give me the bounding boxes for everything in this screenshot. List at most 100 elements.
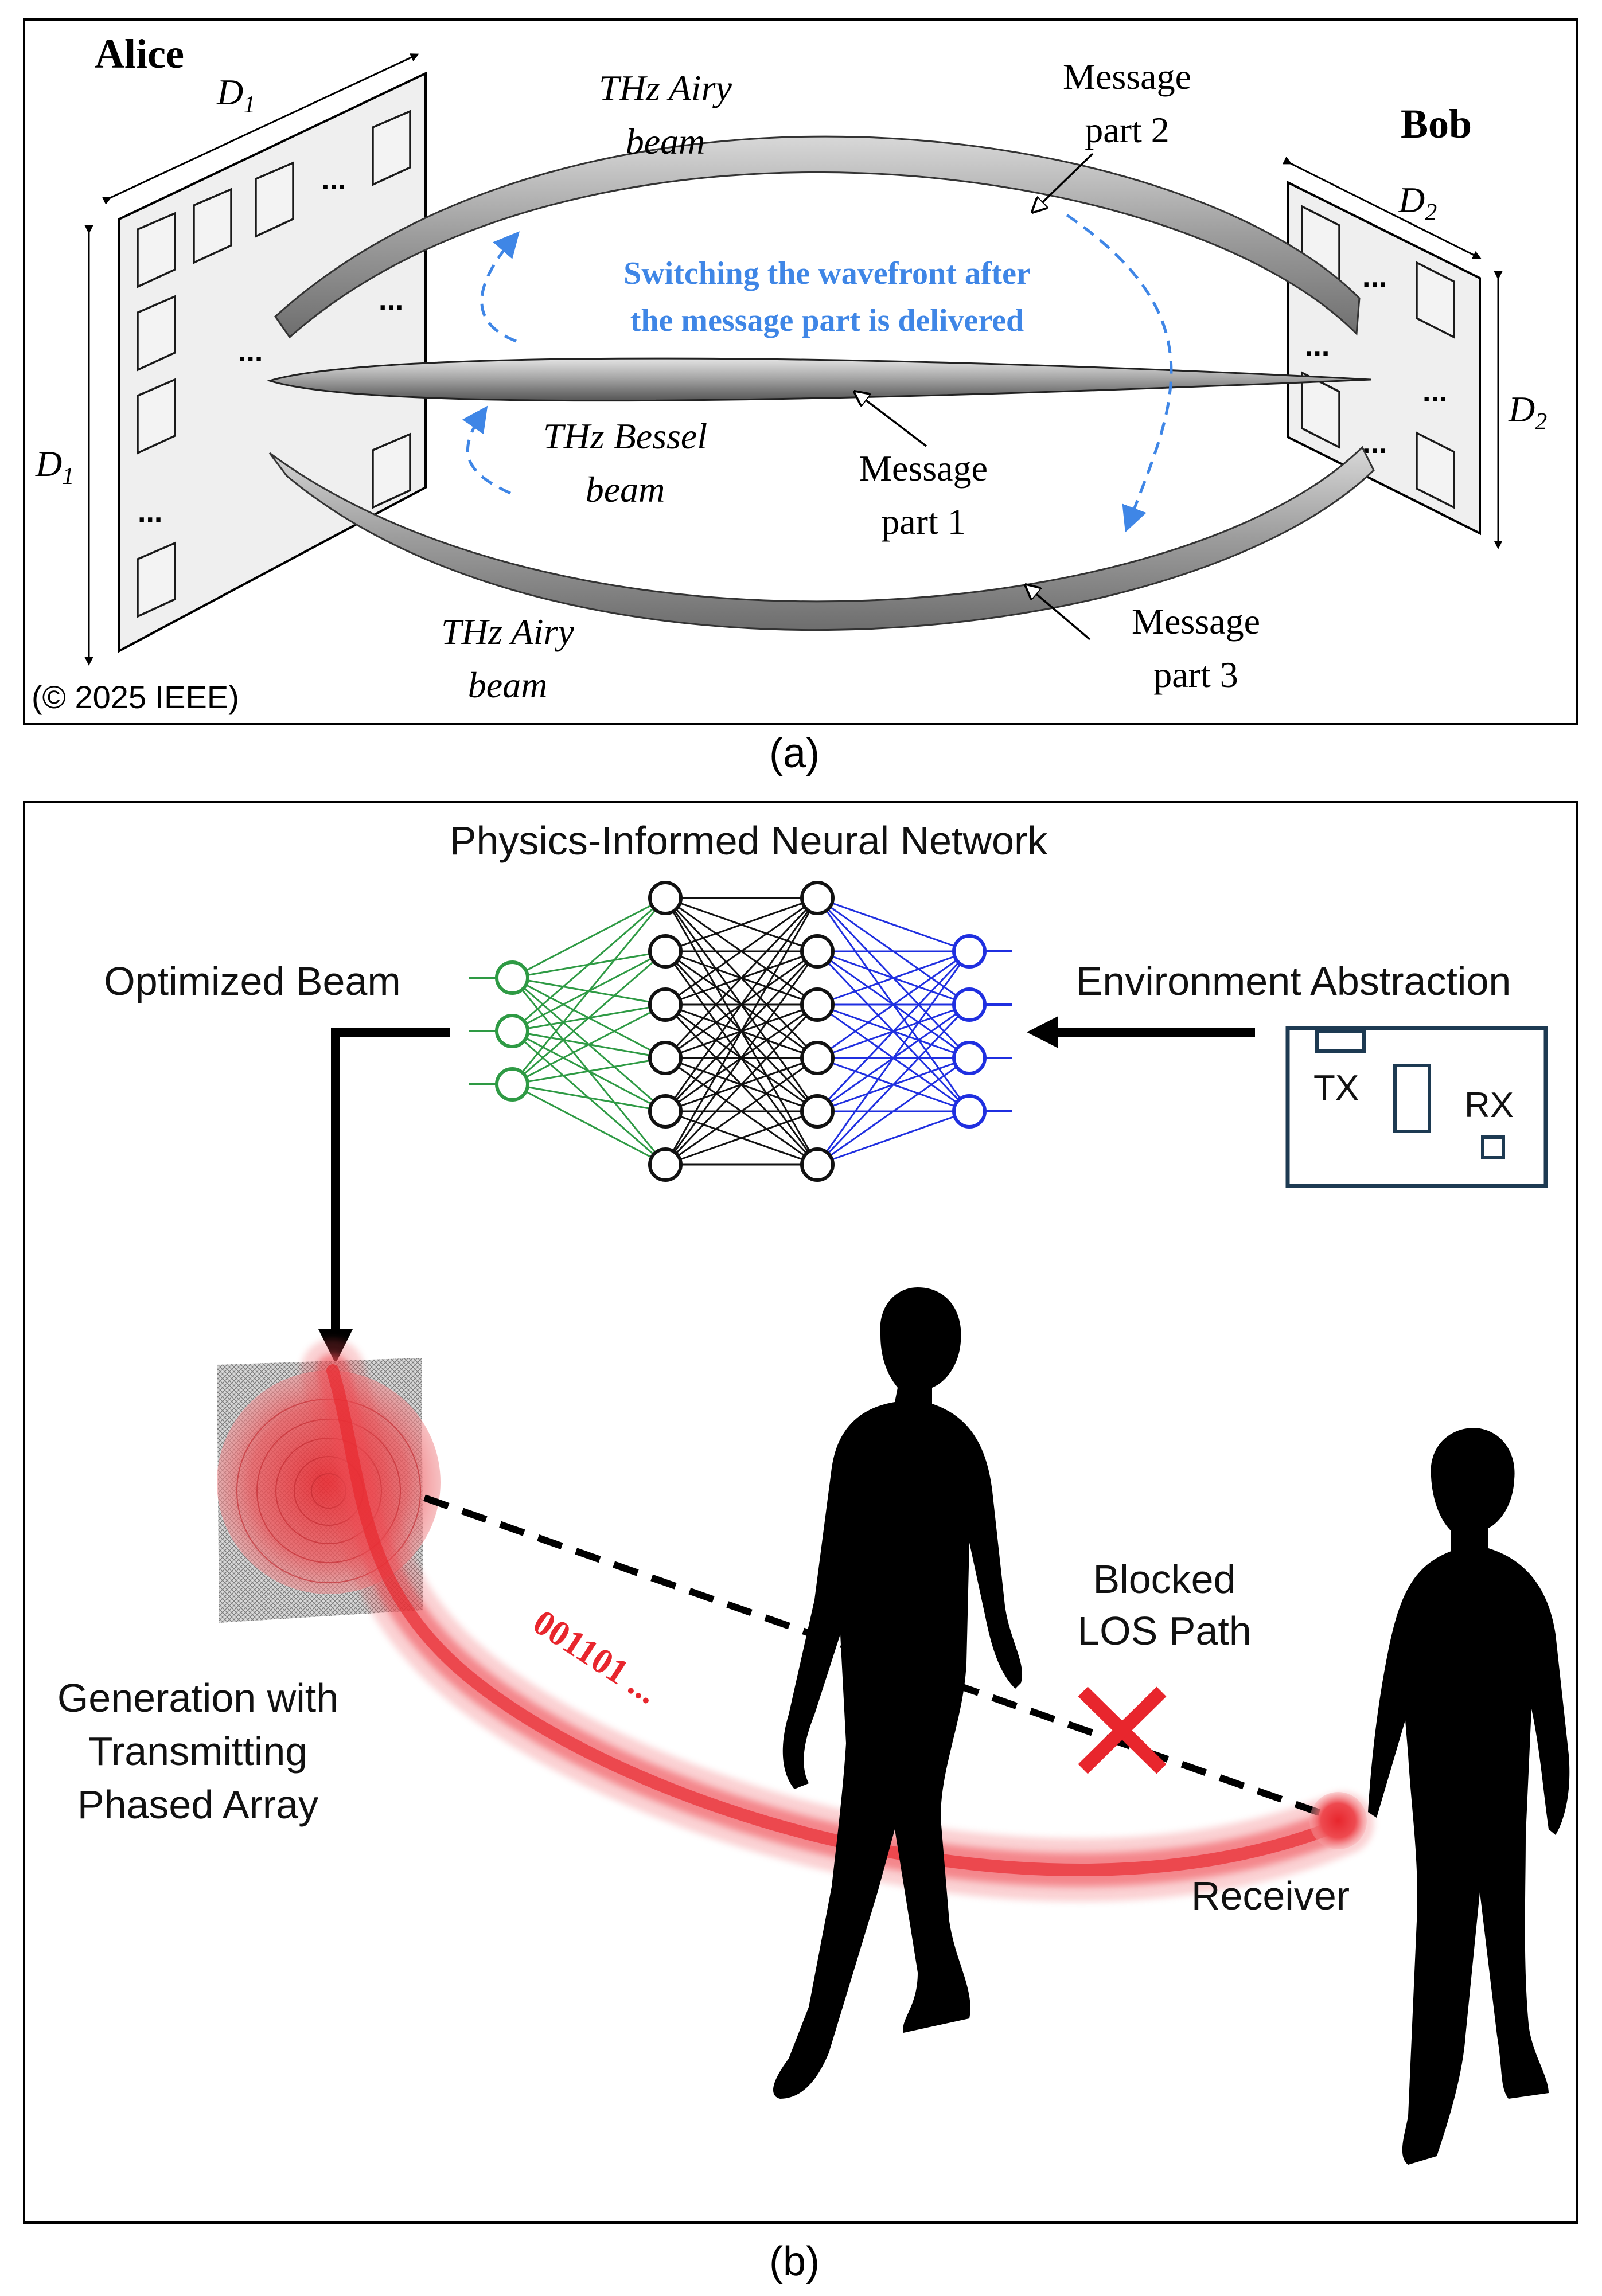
input-node: [495, 960, 529, 995]
tx-label: TX: [1313, 1068, 1359, 1108]
tx-marker: [1315, 1029, 1366, 1053]
alice-label: Alice: [95, 31, 184, 77]
network-edge: [816, 951, 970, 1165]
airy-top-label-line1: THz Airy: [599, 68, 732, 108]
hidden-node-b: [800, 881, 835, 915]
switch-arrow-left-lower: [462, 405, 512, 495]
airy-top-label-line2: beam: [626, 121, 705, 162]
alice-dots-top: ...: [321, 163, 346, 196]
network-edge: [665, 1057, 818, 1166]
bob-array: ... ... ... ...: [1287, 180, 1481, 536]
rx-label: RX: [1464, 1085, 1514, 1125]
hidden-node-a: [648, 881, 683, 915]
person-silhouette-walking: [773, 1287, 1023, 2099]
network-edge: [664, 897, 818, 1112]
hidden-node-b: [800, 1147, 835, 1182]
network-edge: [816, 1003, 970, 1166]
network-edge: [512, 897, 666, 1032]
network-edge: [664, 1003, 818, 1166]
receiver-spot: [1309, 1792, 1367, 1849]
bessel-beam: [266, 357, 1371, 402]
copyright-note: (© 2025 IEEE): [32, 679, 239, 715]
output-node: [952, 934, 987, 969]
network-edge: [817, 950, 970, 1006]
hidden-node-b: [800, 934, 835, 969]
network-edge: [665, 1110, 818, 1166]
optimized-beam-arrow: [331, 1028, 450, 1339]
network-edge: [816, 950, 970, 1112]
pinn-title: Physics-Informed Neural Network: [450, 818, 1048, 863]
rx-marker: [1481, 1135, 1505, 1159]
receiver-label: Receiver: [1191, 1873, 1350, 1918]
generation-label-line2: Transmitting: [88, 1729, 308, 1774]
bessel-label-line2: beam: [586, 469, 665, 510]
d1-top-dim: [102, 53, 419, 205]
msg1-label-line2: part 1: [881, 501, 966, 542]
bob-dots-top: ...: [1362, 260, 1387, 294]
network-edge: [817, 1110, 970, 1166]
msg2-label-line2: part 2: [1085, 110, 1170, 150]
network-edge: [665, 897, 818, 1006]
environment-abstraction-label: Environment Abstraction: [1076, 959, 1511, 1003]
network-edge: [512, 950, 666, 1085]
airy-bottom-label-line1: THz Airy: [441, 611, 574, 652]
network-edge: [817, 897, 970, 952]
hidden-node-a: [648, 1041, 683, 1075]
d2-right-label: D2: [1508, 389, 1547, 435]
switch-arrow-left-upper: [480, 231, 520, 343]
generation-label-line3: Phased Array: [77, 1782, 318, 1827]
msg3-pointer: [1026, 585, 1091, 641]
network-edge: [817, 950, 970, 1059]
switching-note-line1: Switching the wavefront after: [623, 256, 1031, 291]
switching-note-line2: the message part is delivered: [630, 303, 1024, 338]
bob-dots-right: ...: [1422, 375, 1447, 408]
blocked-cross-icon: [1078, 1686, 1167, 1774]
neural-network: [469, 881, 1012, 1182]
person-silhouette-receiver: [1368, 1428, 1570, 2165]
bessel-label-line1: THz Bessel: [543, 416, 707, 456]
switch-arrow-right: [1066, 213, 1173, 533]
network-connections: [469, 897, 1012, 1166]
airy-beam-top: [274, 135, 1361, 339]
alice-dots-right: ...: [379, 283, 403, 317]
d1-top-label: D1: [216, 72, 255, 118]
d1-left-label: D1: [35, 443, 74, 490]
hidden-node-b: [800, 1041, 835, 1075]
airy-bottom-label-line2: beam: [468, 665, 548, 705]
optimized-beam-label: Optimized Beam: [104, 959, 400, 1003]
panel-b-caption: (b): [769, 2239, 820, 2285]
network-edge: [817, 1057, 970, 1166]
msg2-label-line1: Message: [1063, 56, 1191, 97]
obstacle-block: [1393, 1064, 1431, 1133]
msg3-label-line2: part 3: [1153, 654, 1238, 695]
input-node: [495, 1067, 529, 1102]
generation-label-line1: Generation with: [57, 1676, 338, 1720]
network-edge: [512, 1003, 666, 1085]
msg2-pointer: [1032, 153, 1094, 212]
d2-top-dim: [1282, 156, 1482, 259]
panel-a-caption: (a): [769, 731, 820, 776]
network-edge: [512, 1057, 666, 1085]
msg1-label-line1: Message: [859, 448, 988, 489]
alice-dots-bottom: ...: [138, 495, 162, 529]
network-edge: [512, 1083, 666, 1166]
hidden-node-a: [648, 1094, 683, 1129]
bob-label: Bob: [1401, 101, 1472, 147]
hidden-node-a: [648, 1147, 683, 1182]
network-nodes: [495, 881, 987, 1182]
hidden-node-b: [800, 1094, 835, 1129]
hidden-node-a: [648, 934, 683, 969]
curved-airy-beam: [301, 1339, 1374, 1902]
environment-abstraction-box: TX RX: [1285, 1026, 1548, 1188]
msg1-pointer: [855, 392, 927, 447]
environment-arrow-head: [1027, 1016, 1058, 1048]
hidden-node-a: [648, 987, 683, 1022]
hidden-node-b: [800, 987, 835, 1022]
d2-top-label: D2: [1398, 179, 1437, 226]
msg3-label-line1: Message: [1132, 601, 1260, 642]
network-edge: [665, 897, 818, 952]
network-edge: [511, 897, 666, 1085]
output-node: [952, 987, 987, 1022]
network-edge: [512, 1083, 666, 1112]
